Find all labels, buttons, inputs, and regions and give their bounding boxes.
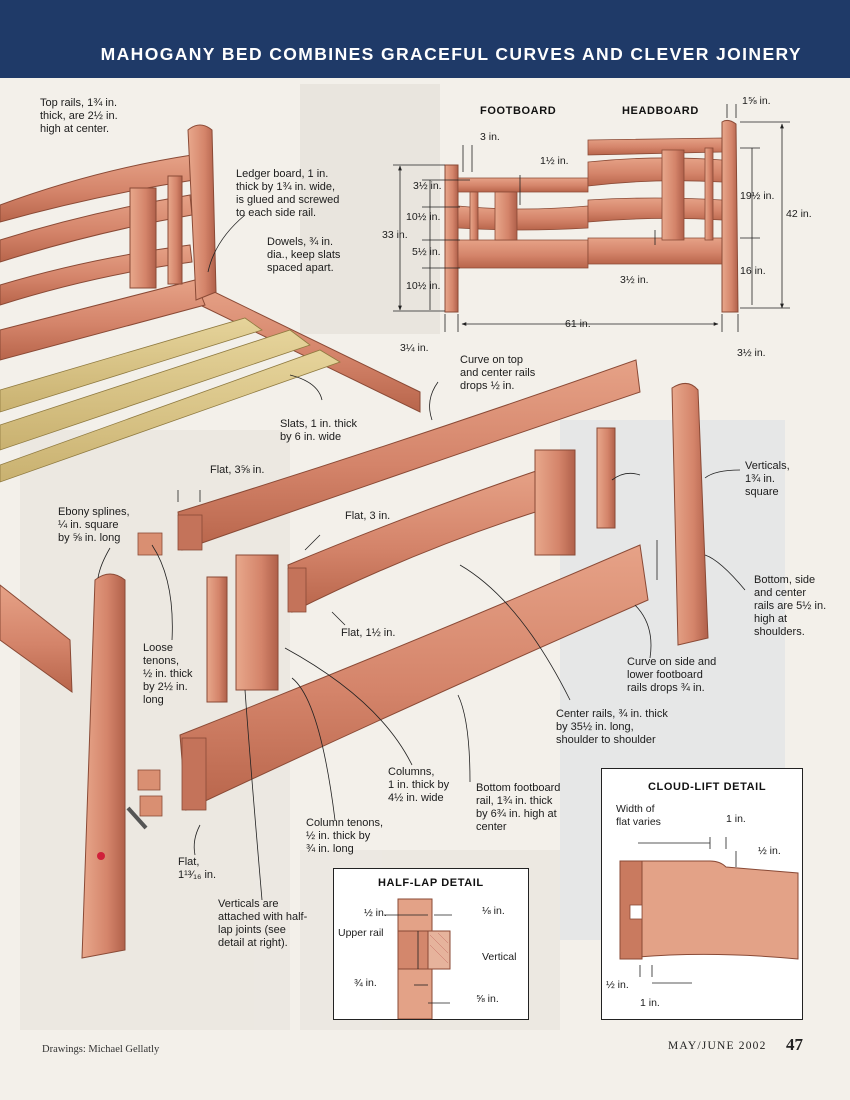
cloud-lift-dim-half: ½ in.: [758, 845, 781, 857]
callout-flat-1-5: Flat, 1½ in.: [341, 627, 396, 639]
cloud-lift-drawing: [619, 837, 799, 984]
half-lap-dim-1-8: ⅛ in.: [482, 905, 505, 917]
callout-ledger-board: Ledger board, 1 in.thick by 1¾ in. wide,…: [236, 168, 340, 219]
half-lap-drawing: [384, 898, 452, 1019]
half-lap-dim-half: ½ in.: [364, 907, 387, 919]
dim-5-5: 5½ in.: [412, 246, 441, 258]
half-lap-detail: HALF-LAP DETAIL ½ in. ⅛ in. Upper rail V…: [333, 868, 529, 1020]
dim-61: 61 in.: [565, 318, 591, 330]
issue-date: MAY/JUNE 2002: [668, 1040, 767, 1052]
bed-illustration: [0, 84, 790, 1030]
elevation-drawing: [393, 104, 790, 332]
page-title: MAHOGANY BED COMBINES GRACEFUL CURVES AN…: [100, 44, 802, 64]
dim-1-5: 1½ in.: [540, 155, 569, 167]
footboard-title: FOOTBOARD: [480, 105, 557, 117]
callout-flat-1-13-16: Flat,1¹³⁄₁₆ in.: [178, 856, 217, 881]
dim-3-5-c: 3½ in.: [737, 347, 766, 359]
callout-verticals: Verticals,1¾ in.square: [745, 460, 790, 498]
half-lap-vertical: Vertical: [482, 951, 517, 963]
headboard-title: HEADBOARD: [622, 105, 699, 117]
cloud-lift-dim-half-b: ½ in.: [606, 979, 629, 991]
drawing-credit: Drawings: Michael Gellatly: [42, 1044, 160, 1055]
dim-1-5-8: 1⅝ in.: [742, 95, 771, 107]
cloud-lift-dim-1-b: 1 in.: [640, 997, 660, 1009]
dim-42: 42 in.: [786, 208, 812, 220]
dim-10-5-a: 10½ in.: [406, 211, 441, 223]
callout-flat-3-5-8: Flat, 3⅝ in.: [210, 464, 265, 476]
dim-3-5: 3½ in.: [413, 180, 442, 192]
dim-16: 16 in.: [740, 265, 766, 277]
cloud-lift-dim-1: 1 in.: [726, 813, 746, 825]
dim-3-25: 3¼ in.: [400, 342, 429, 354]
callout-flat-3: Flat, 3 in.: [345, 510, 391, 522]
half-lap-title: HALF-LAP DETAIL: [378, 877, 484, 889]
half-lap-dim-5-8: ⅝ in.: [476, 993, 499, 1005]
dim-10-5-b: 10½ in.: [406, 280, 441, 292]
cloud-lift-title: CLOUD-LIFT DETAIL: [648, 781, 767, 793]
header-banner: MAHOGANY BED COMBINES GRACEFUL CURVES AN…: [0, 0, 850, 78]
dim-33: 33 in.: [382, 229, 408, 241]
dim-19-5: 19½ in.: [740, 190, 775, 202]
exploded-parts: [0, 359, 709, 959]
leader-lines: [97, 214, 746, 901]
half-lap-upper-rail: Upper rail: [338, 927, 384, 939]
assembled-bed: [0, 124, 421, 483]
dim-3-5-b: 3½ in.: [620, 274, 649, 286]
dim-3: 3 in.: [480, 131, 500, 143]
callout-top-rails: Top rails, 1¾ in.thick, are 2½ in.high a…: [40, 97, 118, 135]
page-number: 47: [786, 1035, 803, 1054]
half-lap-dim-3-4: ¾ in.: [354, 977, 377, 989]
